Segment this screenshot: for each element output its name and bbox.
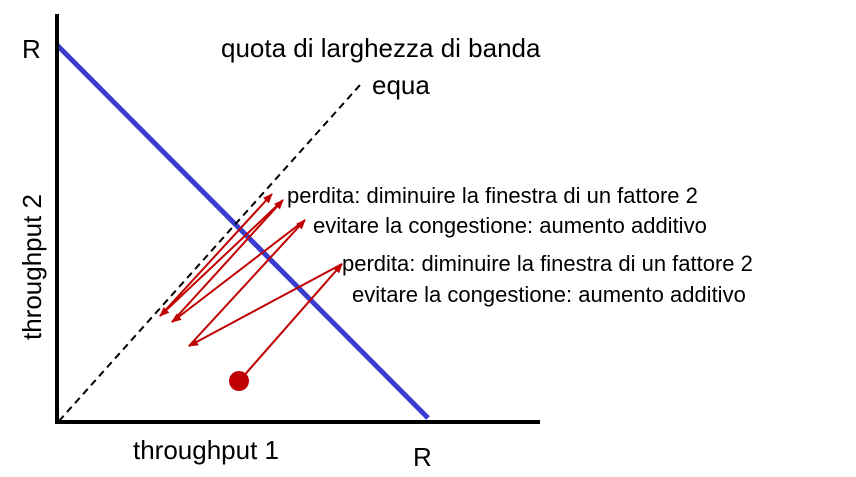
trajectory-arrow (171, 219, 306, 323)
x-axis-max-label: R (413, 442, 432, 472)
fair-share-label: quota di larghezza di banda (221, 33, 541, 63)
trajectory-arrows (159, 193, 343, 380)
start-point (229, 371, 249, 391)
trajectory-arrow (159, 199, 284, 317)
congestion-avoidance-annotation: evitare la congestione: aumento additivo (313, 213, 707, 238)
y-axis-title: throughput 2 (17, 194, 47, 340)
congestion-avoidance-annotation: evitare la congestione: aumento additivo (352, 282, 746, 307)
y-axis-max-label: R (22, 34, 41, 64)
trajectory-arrow (188, 263, 343, 347)
x-axis-title: throughput 1 (133, 435, 279, 465)
trajectory-arrow (240, 263, 343, 380)
loss-annotation: perdita: diminuire la finestra di un fat… (287, 183, 698, 208)
trajectory-arrow (188, 219, 306, 347)
fair-share-line (58, 84, 361, 422)
capacity-line (55, 43, 430, 420)
fair-share-label-2: equa (372, 70, 430, 100)
loss-annotation: perdita: diminuire la finestra di un fat… (342, 251, 753, 276)
trajectory-arrow (159, 193, 273, 317)
trajectory-arrow (171, 199, 284, 323)
